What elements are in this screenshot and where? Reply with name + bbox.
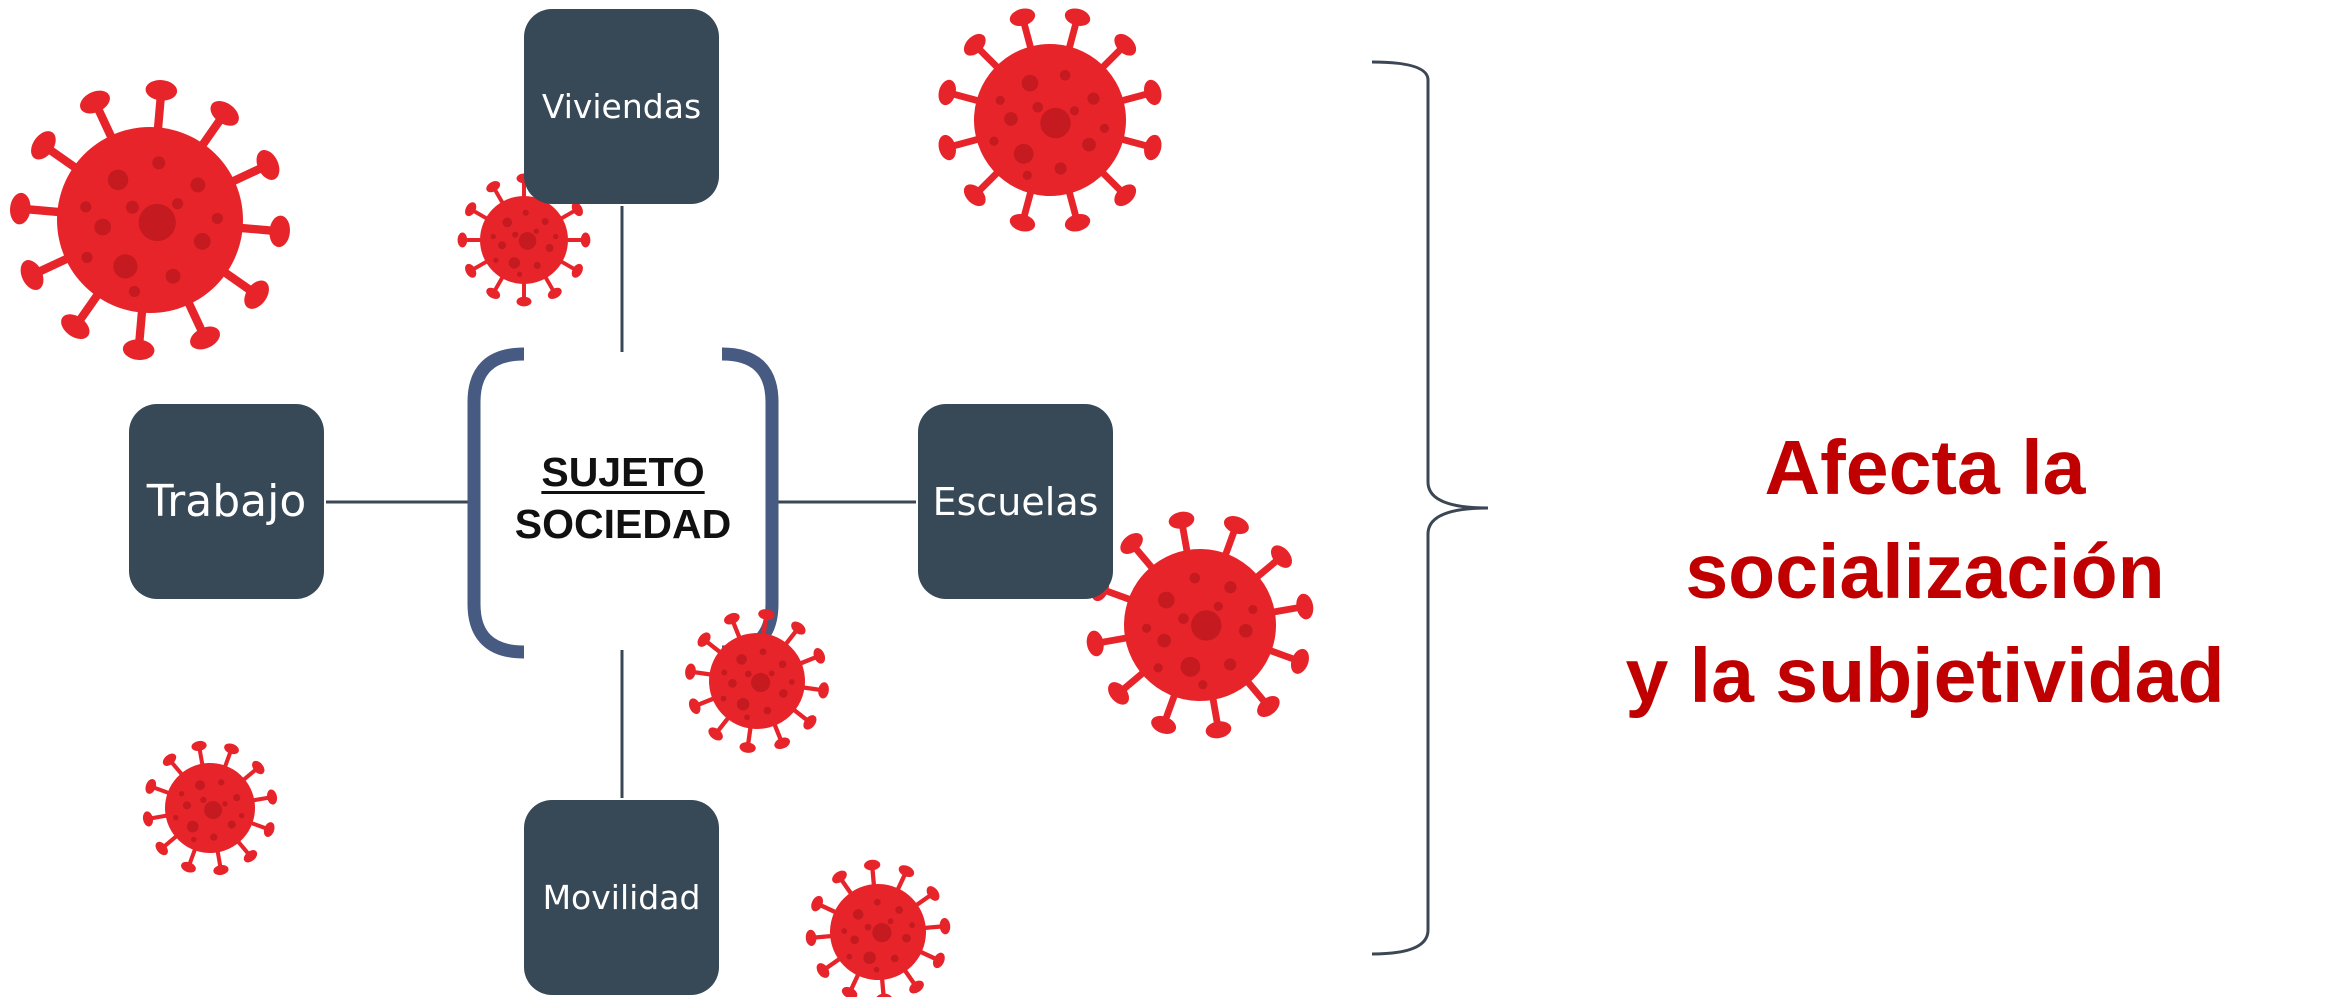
- virus-icon: [909, 0, 1190, 261]
- node-viviendas-label: Viviendas: [541, 87, 702, 126]
- conclusion-line2: y la subjetividad: [1625, 633, 2225, 719]
- node-movilidad-label: Movilidad: [542, 878, 701, 917]
- conclusion-line1: Afecta la socialización: [1685, 425, 2165, 615]
- virus-icon: [123, 721, 297, 895]
- node-trabajo-label: Trabajo: [146, 476, 307, 527]
- node-trabajo: Trabajo: [129, 404, 324, 599]
- virus-icon: [799, 853, 956, 997]
- virus-icon: [0, 68, 302, 372]
- center-title-line2: SOCIEDAD: [514, 501, 732, 547]
- virus-icon: [675, 599, 839, 763]
- node-movilidad: Movilidad: [524, 800, 719, 995]
- node-viviendas: Viviendas: [524, 9, 719, 204]
- conclusion-text: Afecta la socialización y la subjetivida…: [1515, 416, 2335, 728]
- center-concept: SUJETO SOCIEDAD: [470, 446, 776, 550]
- summary-curly-brace: [1371, 60, 1489, 956]
- node-escuelas-label: Escuelas: [932, 479, 1099, 524]
- center-bracket-left: [467, 347, 525, 659]
- node-escuelas: Escuelas: [918, 404, 1113, 599]
- center-title-line1: SUJETO: [541, 449, 705, 495]
